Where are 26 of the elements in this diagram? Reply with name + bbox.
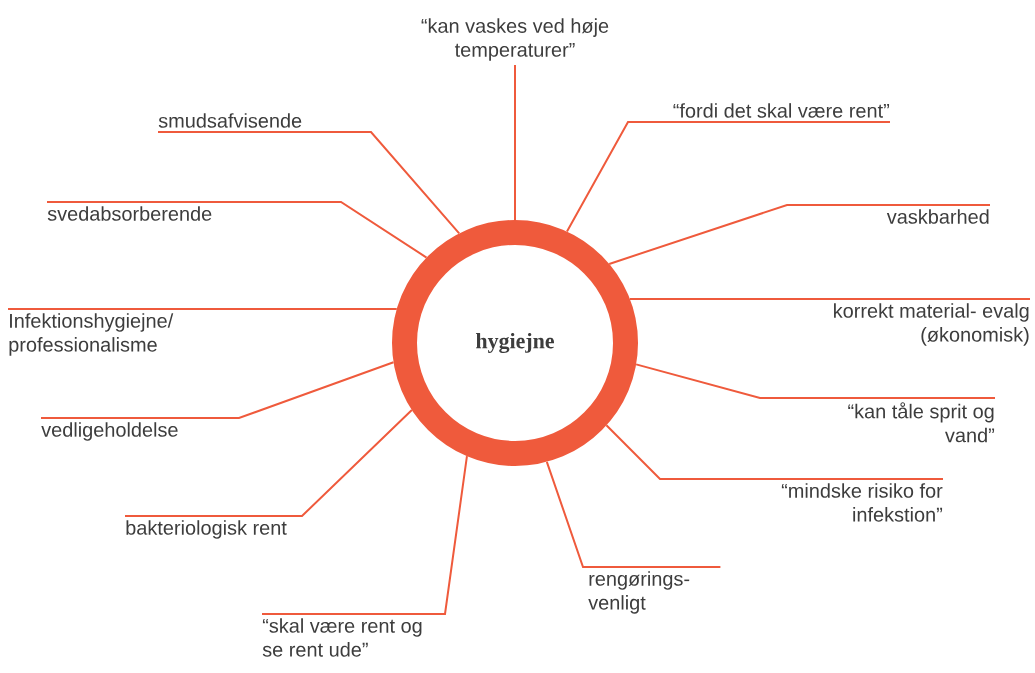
label-text: “kan tåle sprit og vand”	[848, 402, 995, 443]
label-text: vaskbarhed	[886, 209, 989, 224]
label-text: korrekt material- evalg (økonomisk)	[834, 303, 1029, 346]
leader-line	[261, 455, 468, 615]
label-text: Infektionshygiejne/ professionalisme	[9, 313, 174, 356]
leader-line	[566, 121, 891, 233]
label-text: rengørings- venligt	[588, 571, 690, 614]
leader-line	[514, 64, 516, 221]
label-text: svedabsorberende	[47, 206, 212, 221]
leader-line	[545, 460, 722, 568]
leader-line	[7, 308, 398, 311]
leader-line	[635, 363, 996, 399]
label-text: “skal være rent og se rent ude”	[262, 618, 422, 657]
leader-line	[124, 409, 413, 517]
label-text: bakteriologisk rent	[126, 520, 287, 539]
leader-line	[46, 201, 428, 259]
label-text: smudsafvisende	[158, 113, 302, 128]
label-text: “fordi det skal være rent”	[673, 103, 890, 118]
label-text: “kan vaskes ved høje temperaturer”	[421, 18, 609, 61]
leader-line	[608, 204, 991, 265]
label-text: vedligeholdelse	[41, 422, 178, 441]
leader-line	[605, 424, 944, 480]
label-text: “mindske risiko for infekstion”	[781, 483, 943, 522]
leader-line	[40, 361, 395, 419]
leader-line	[628, 297, 1031, 300]
leader-line	[157, 131, 461, 235]
